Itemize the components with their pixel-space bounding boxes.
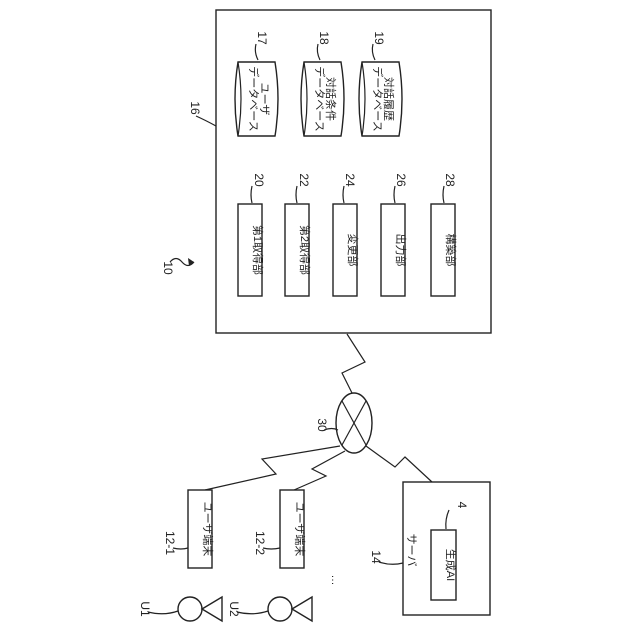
svg-text:20: 20 [252,173,266,187]
svg-text:ユーザ端末: ユーザ端末 [293,502,307,557]
network-ref: 30 [315,418,329,432]
db-conditions-ref: 18 [317,31,331,45]
db-conditions-line1: 対話条件 [324,77,338,121]
svg-text:ユーザ端末: ユーザ端末 [201,502,215,557]
svg-text:28: 28 [443,173,457,187]
ai-server-ref: 14 [369,550,383,564]
ai-server-label: サーバ [405,534,418,567]
db-user-ref: 17 [255,31,269,45]
link-network-terminal-1 [205,446,340,490]
user-u2-label: U2 [227,601,241,617]
svg-text:22: 22 [297,173,311,187]
generative-ai-label: 生成AI [444,549,458,581]
svg-text:第1取得部: 第1取得部 [251,225,265,275]
link-network-ai-server [366,446,432,482]
user-terminal-1: ユーザ端末 12-1 [163,490,215,568]
network-leader [324,429,338,431]
svg-text:24: 24 [343,173,357,187]
svg-text:出力部: 出力部 [394,234,408,267]
svg-text:26: 26 [394,173,408,187]
ai-server-box: サーバ 14 [369,482,490,615]
system-ref: 10 [161,261,175,275]
svg-text:構築部: 構築部 [444,234,458,267]
server-ref: 16 [188,101,202,115]
link-network-terminal-2 [294,451,345,490]
db-history-line1: 対話履歴 [382,77,396,121]
user-terminal-2: ユーザ端末 12-2 [253,490,307,568]
generative-ai-ref: 4 [455,502,469,509]
db-history-ref: 19 [372,31,386,45]
svg-text:変更部: 変更部 [346,234,360,267]
server-leader [196,116,216,126]
user-u2: U2 [227,597,312,621]
svg-text:第2取得部: 第2取得部 [298,225,312,275]
link-network-server [342,334,365,393]
user-u1: U1 [138,597,222,621]
user-u1-label: U1 [138,601,152,617]
db-user-line2: データベース [247,66,261,131]
terminal-1-ref: 12-1 [163,531,177,555]
db-history-line2: データベース [371,66,385,131]
ellipsis: … [329,575,341,586]
terminal-2-ref: 12-2 [253,531,267,555]
db-conditions-line2: データベース [313,66,327,131]
